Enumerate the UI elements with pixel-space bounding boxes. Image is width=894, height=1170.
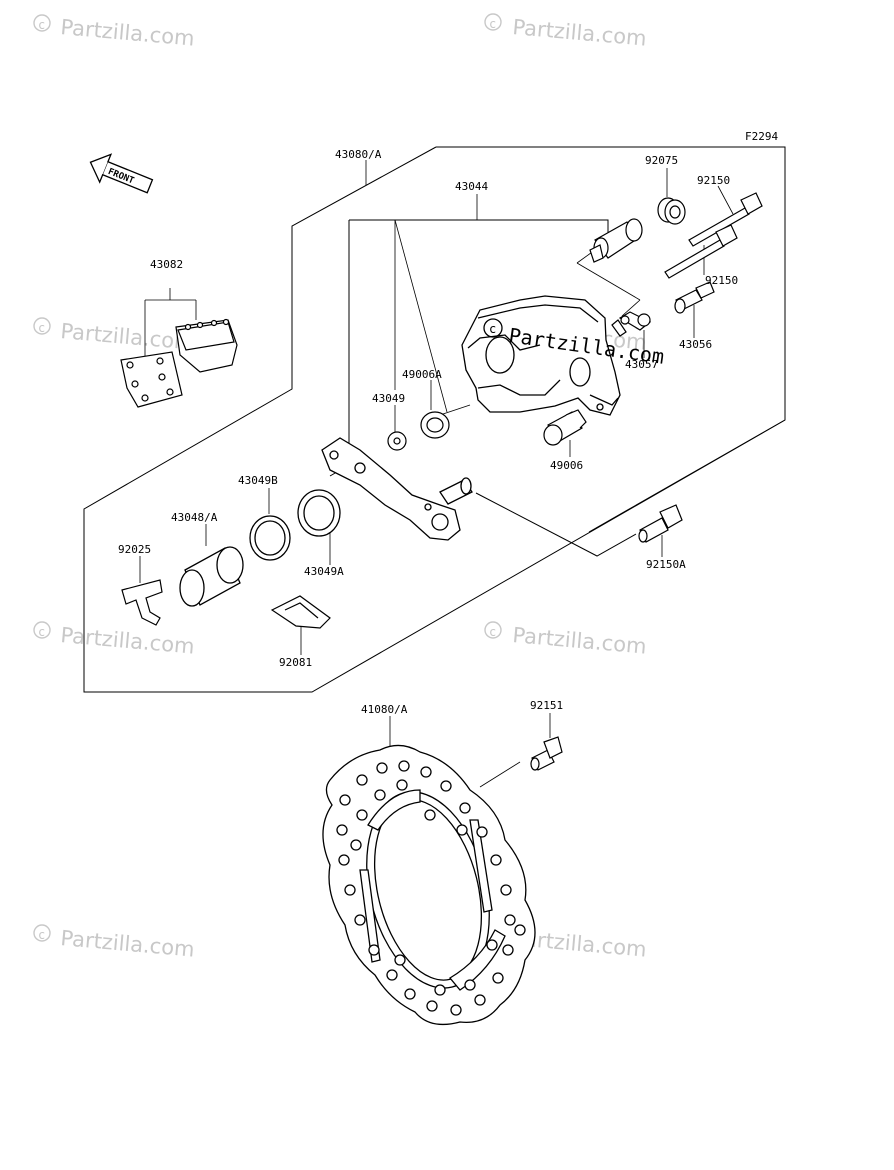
svg-text:c: c: [38, 625, 45, 639]
bolt-92151: [530, 736, 563, 771]
part-labels: 43080/A 43044 92075 92150 92150 43082 43…: [118, 148, 738, 716]
svg-text:Partzilla.com: Partzilla.com: [60, 319, 196, 355]
label-43082: 43082: [150, 258, 183, 271]
figure-code: F2294: [745, 130, 778, 143]
label-49006: 49006: [550, 459, 583, 472]
svg-text:c: c: [38, 928, 45, 942]
svg-text:Partzilla.com: Partzilla.com: [512, 623, 648, 659]
bleeder-valve-43056: [674, 281, 715, 314]
label-43044: 43044: [455, 180, 488, 193]
piston-43048A: [179, 546, 244, 607]
washer-43049: [387, 431, 407, 451]
caliper-frame-43044: [349, 219, 609, 233]
watermark: c Partzilla.com: [33, 621, 196, 659]
pin-92150: [664, 192, 763, 279]
bolt-49006: [543, 409, 587, 446]
label-92075: 92075: [645, 154, 678, 167]
label-92025: 92025: [118, 543, 151, 556]
slide-pin: [589, 218, 643, 263]
label-49006A: 49006A: [402, 368, 442, 381]
svg-text:Partzilla.com: Partzilla.com: [60, 623, 196, 659]
front-arrow-icon: FRONT: [89, 153, 154, 194]
seal-49006A: [420, 411, 450, 439]
watermark: c Partzilla.com: [484, 13, 648, 51]
label-92081: 92081: [279, 656, 312, 669]
brake-pads-43082: [120, 318, 238, 408]
label-92151: 92151: [530, 699, 563, 712]
watermark: c Partzilla.com: [33, 14, 196, 51]
leader-lines: [139, 160, 734, 788]
svg-text:Partzilla.com: Partzilla.com: [60, 926, 196, 962]
label-43056: 43056: [679, 338, 712, 351]
assembly-frame-43080A: [83, 146, 786, 693]
svg-text:Partzilla.com: Partzilla.com: [60, 15, 196, 51]
svg-text:c: c: [38, 321, 45, 335]
svg-text:c: c: [489, 625, 496, 639]
label-92150A: 92150A: [646, 558, 686, 571]
label-43057: 43057: [625, 358, 658, 371]
watermark: c Partzilla.com: [484, 621, 648, 659]
spring-plate-92081: [270, 595, 331, 629]
label-43049B: 43049B: [238, 474, 278, 487]
watermark: c Partzilla.com: [33, 317, 196, 355]
label-43080A: 43080/A: [335, 148, 382, 161]
label-41080A: 41080/A: [361, 703, 408, 716]
brake-disc-41080A: [322, 744, 536, 1026]
label-92150-top: 92150: [697, 174, 730, 187]
label-43048A: 43048/A: [171, 511, 218, 524]
svg-text:c: c: [489, 17, 496, 31]
watermark: c Partzilla.com: [33, 924, 196, 962]
svg-text:c: c: [489, 322, 496, 336]
label-43049: 43049: [372, 392, 405, 405]
seal-43049B: [249, 515, 291, 561]
label-92150-low: 92150: [705, 274, 738, 287]
svg-text:c: c: [38, 18, 45, 32]
caliper-bracket: [321, 437, 473, 541]
svg-text:Partzilla.com: Partzilla.com: [512, 15, 648, 51]
spring-92025: [121, 579, 163, 626]
seal-43049A: [297, 489, 341, 537]
bolt-92150A: [638, 504, 683, 543]
label-43049A: 43049A: [304, 565, 344, 578]
bushing-92075: [657, 197, 686, 225]
link-43057: [611, 311, 652, 337]
